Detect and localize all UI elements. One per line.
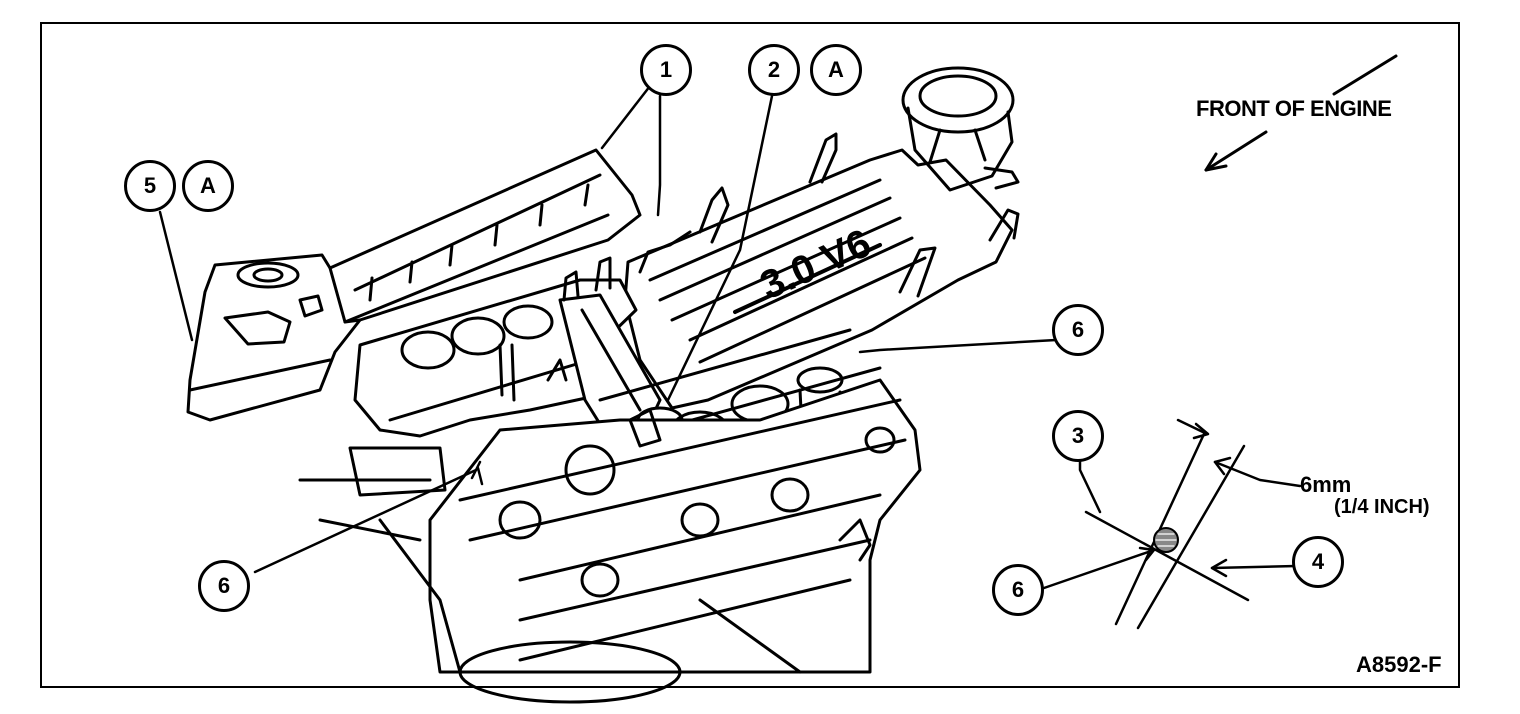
leader-lines — [158, 84, 1058, 574]
callout-6-detail: 6 — [992, 564, 1044, 616]
callout-5-a: A — [182, 160, 234, 212]
valve-cover-removed — [186, 148, 642, 422]
callout-2-a: A — [810, 44, 862, 96]
callout-5: 5 — [124, 160, 176, 212]
callout-4: 4 — [1292, 536, 1344, 588]
callout-1: 1 — [640, 44, 692, 96]
bead-width-metric: 6mm — [1300, 472, 1352, 497]
figure-id: A8592-F — [1356, 652, 1442, 677]
engine-block — [298, 358, 922, 704]
callout-6-right: 6 — [1052, 304, 1104, 356]
front-of-engine-arrow — [1204, 54, 1398, 172]
front-of-engine-label: FRONT OF ENGINE — [1196, 96, 1392, 121]
bead-width-imperial: (1/4 INCH) — [1334, 496, 1430, 518]
callout-3: 3 — [1052, 410, 1104, 462]
callout-2: 2 — [748, 44, 800, 96]
callout-6-left: 6 — [198, 560, 250, 612]
sealant-bead-texture — [1155, 533, 1177, 547]
intake-manifold — [623, 66, 1020, 410]
